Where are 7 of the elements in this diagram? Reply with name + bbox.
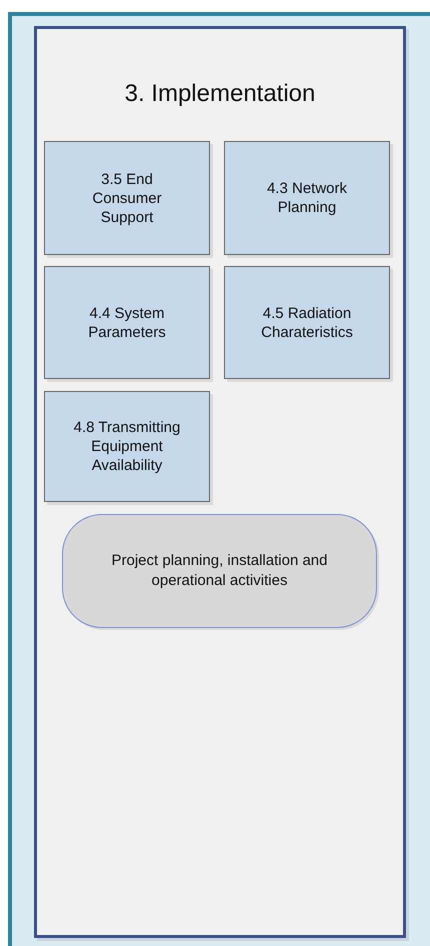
process-box: 4.3 Network Planning — [224, 141, 390, 255]
rounded-box: Project planning, installation and operational activities — [62, 514, 377, 628]
section-title: 3. Implementation — [124, 79, 316, 109]
process-box: 4.5 Radiation Charateristics — [224, 266, 390, 379]
process-box: 3.5 End Consumer Support — [44, 141, 210, 255]
process-box: 4.4 System Parameters — [44, 266, 210, 379]
process-box: 4.8 Transmitting Equipment Availability — [44, 391, 210, 502]
